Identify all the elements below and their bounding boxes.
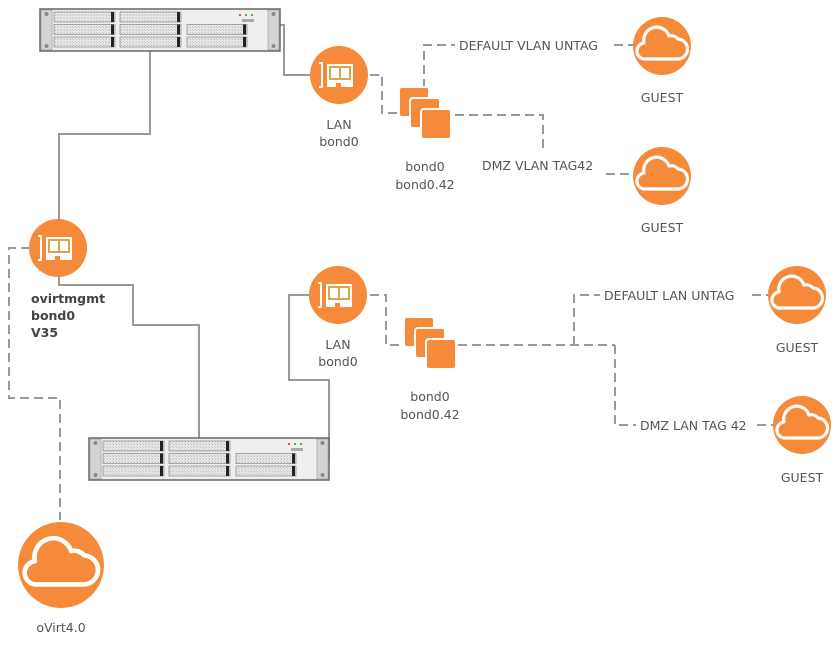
ovirt-label: oVirt4.0 [36, 620, 85, 635]
link-mgmt-ovirt [8, 247, 61, 520]
bond-top-label-1: bond0 [405, 159, 444, 174]
link-bottom-lan-bond [370, 294, 410, 346]
link-bottom-tag-a [614, 345, 636, 426]
nic-top-lan-label-2: bond0 [319, 134, 358, 149]
guest-cloud-1: GUEST [633, 17, 691, 105]
bond-bottom-label-1: bond0 [410, 389, 449, 404]
connections [8, 24, 776, 520]
link-label-default-vlan-untag: DEFAULT VLAN UNTAG [459, 38, 598, 53]
nic-mgmt-label-1: ovirtmgmt [31, 291, 105, 306]
guest-label: GUEST [641, 90, 684, 105]
link-label-default-lan-untag: DEFAULT LAN UNTAG [604, 288, 734, 303]
nic-bottom-lan-label-1: LAN [325, 337, 350, 352]
rack-server-icon [39, 8, 281, 52]
network-card-icon [308, 265, 368, 325]
stacked-bond-icon [398, 86, 452, 140]
link-top-server-mgmt [58, 50, 151, 220]
network-card-icon [309, 45, 369, 105]
bond-bottom-label-2: bond0.42 [400, 407, 459, 422]
guest-cloud-4: GUEST [773, 396, 831, 485]
guest-cloud-2: GUEST [633, 147, 691, 235]
link-top-tag-a [455, 114, 544, 150]
ovirt-cloud: oVirt4.0 [18, 522, 104, 635]
nic-mgmt-label-2: bond0 [31, 308, 75, 323]
guest-label: GUEST [776, 340, 819, 355]
nic-top-lan-label-1: LAN [326, 117, 351, 132]
guest-label: GUEST [641, 220, 684, 235]
link-top-untag-a [423, 44, 455, 88]
nic-bottom-lan-label-2: bond0 [318, 354, 357, 369]
link-label-dmz-vlan-tag42: DMZ VLAN TAG42 [482, 158, 593, 173]
rack-server-icon [88, 437, 330, 481]
link-mgmt-bottom-server [58, 276, 200, 440]
network-card-icon [28, 218, 88, 278]
guest-label: GUEST [781, 470, 824, 485]
guest-cloud-3: GUEST [768, 266, 826, 355]
link-top-lan-bond [370, 74, 405, 114]
stacked-bond-icon [403, 316, 457, 370]
nic-mgmt-label-3: V35 [31, 325, 58, 340]
link-label-dmz-lan-tag-42: DMZ LAN TAG 42 [640, 418, 747, 433]
bond-top-label-2: bond0.42 [395, 177, 454, 192]
link-bottom-untag-b [573, 294, 600, 345]
